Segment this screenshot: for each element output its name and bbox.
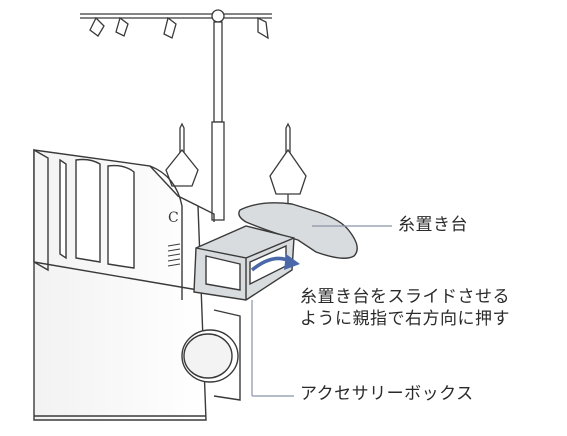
- thread-cone-holders: [165, 122, 307, 212]
- instruction-text: 糸置き台をスライドさせる ように親指で右方向に押す: [300, 286, 510, 330]
- instruction-line-2: ように親指で右方向に押す: [300, 309, 510, 329]
- thread-antenna: [80, 9, 272, 221]
- instruction-line-1: 糸置き台をスライドさせる: [300, 287, 510, 307]
- push-arrow: [250, 254, 300, 272]
- thread-stand-plate: [238, 202, 358, 259]
- thread-stand-label: 糸置き台: [398, 215, 468, 235]
- accessory-box: [193, 225, 295, 301]
- leader-lines: [251, 225, 392, 397]
- svg-text:C: C: [168, 210, 179, 226]
- handwheel: [181, 309, 241, 401]
- serger-body: C: [33, 148, 215, 421]
- accessory-box-label: アクセサリーボックス: [300, 384, 474, 404]
